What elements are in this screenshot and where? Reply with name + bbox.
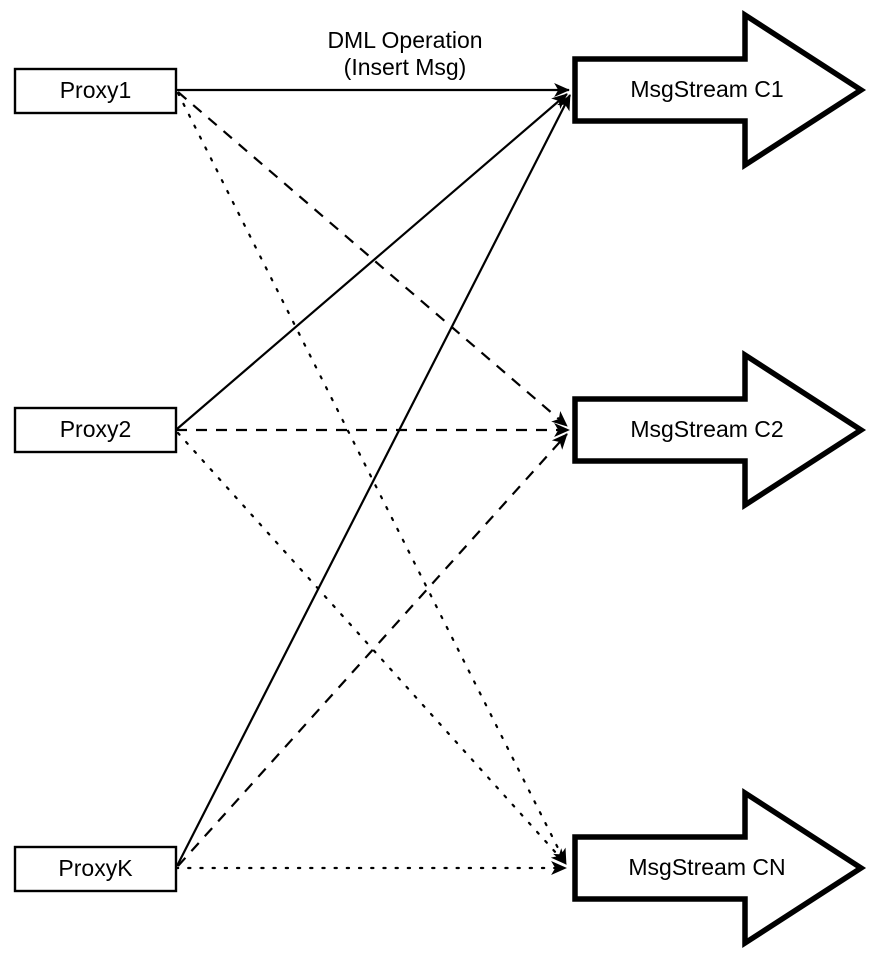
msgstream-cn-label: MsgStream CN xyxy=(628,854,785,880)
edge-proxyk-to-c2 xyxy=(177,433,568,867)
msgstream-c1-arrow-shape[interactable] xyxy=(572,9,867,171)
proxy2-label: Proxy2 xyxy=(60,416,132,442)
node-msgstream-c2[interactable]: MsgStream C2 xyxy=(572,349,867,511)
node-msgstream-c1[interactable]: MsgStream C1 xyxy=(572,9,867,171)
proxy2-box[interactable] xyxy=(13,406,178,454)
msgstream-c2-arrow-shape[interactable] xyxy=(572,349,867,511)
edge-proxy1-to-c2 xyxy=(177,91,568,427)
edge-group xyxy=(174,83,571,875)
msgstream-c1-label: MsgStream C1 xyxy=(630,76,783,102)
proxyk-box[interactable] xyxy=(13,845,178,893)
edge-proxy2-to-c1 xyxy=(176,93,568,430)
proxy1-box[interactable] xyxy=(13,67,178,115)
dml-operation-line1: DML Operation xyxy=(327,27,482,53)
edge-annotation-dml-operation: DML Operation (Insert Msg) xyxy=(327,27,482,80)
msgstream-c2-label: MsgStream C2 xyxy=(630,416,783,442)
edge-proxy1-to-cn xyxy=(176,91,568,866)
edge-proxy2-to-cn xyxy=(176,431,568,866)
edge-proxyk-to-c1 xyxy=(176,94,571,867)
node-proxyk[interactable]: ProxyK xyxy=(13,845,178,893)
proxy1-label: Proxy1 xyxy=(60,77,132,103)
node-proxy2[interactable]: Proxy2 xyxy=(13,406,178,454)
msgstream-cn-arrow-shape[interactable] xyxy=(572,787,867,949)
node-msgstream-cn[interactable]: MsgStream CN xyxy=(572,787,867,949)
dml-operation-line2: (Insert Msg) xyxy=(344,54,467,80)
proxyk-label: ProxyK xyxy=(58,855,133,881)
node-proxy1[interactable]: Proxy1 xyxy=(13,67,178,115)
